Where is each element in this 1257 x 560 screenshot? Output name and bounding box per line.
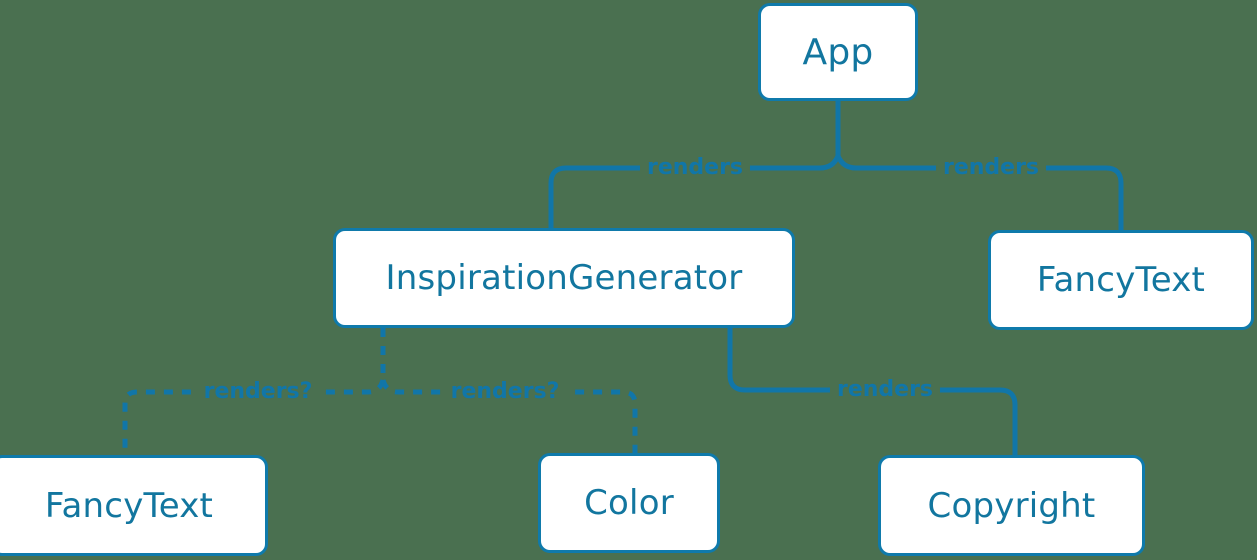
node-copyright[interactable]: Copyright	[878, 455, 1145, 556]
node-color[interactable]: Color	[538, 453, 720, 553]
edge-label-app-to-inspiration-generator: renders	[639, 157, 751, 179]
node-fancytext-bottom[interactable]: FancyText	[0, 455, 268, 556]
node-copyright-label: Copyright	[927, 485, 1096, 526]
node-fancytext-bottom-label: FancyText	[44, 485, 214, 526]
edge-label-app-to-fancytext-top: renders	[935, 157, 1047, 179]
node-fancytext-top[interactable]: FancyText	[988, 230, 1254, 330]
edge-label-inspiration-generator-to-fancytext-bottom: renders?	[196, 381, 320, 403]
node-inspiration-generator[interactable]: InspirationGenerator	[333, 228, 795, 328]
node-color-label: Color	[584, 483, 674, 523]
node-inspiration-generator-label: InspirationGenerator	[385, 258, 743, 298]
node-fancytext-top-label: FancyText	[1036, 260, 1206, 300]
node-app[interactable]: App	[758, 3, 918, 101]
node-app-label: App	[802, 31, 874, 73]
edge-label-inspiration-generator-to-color: renders?	[443, 381, 567, 403]
edge-label-inspiration-generator-to-copyright: renders	[829, 379, 941, 401]
